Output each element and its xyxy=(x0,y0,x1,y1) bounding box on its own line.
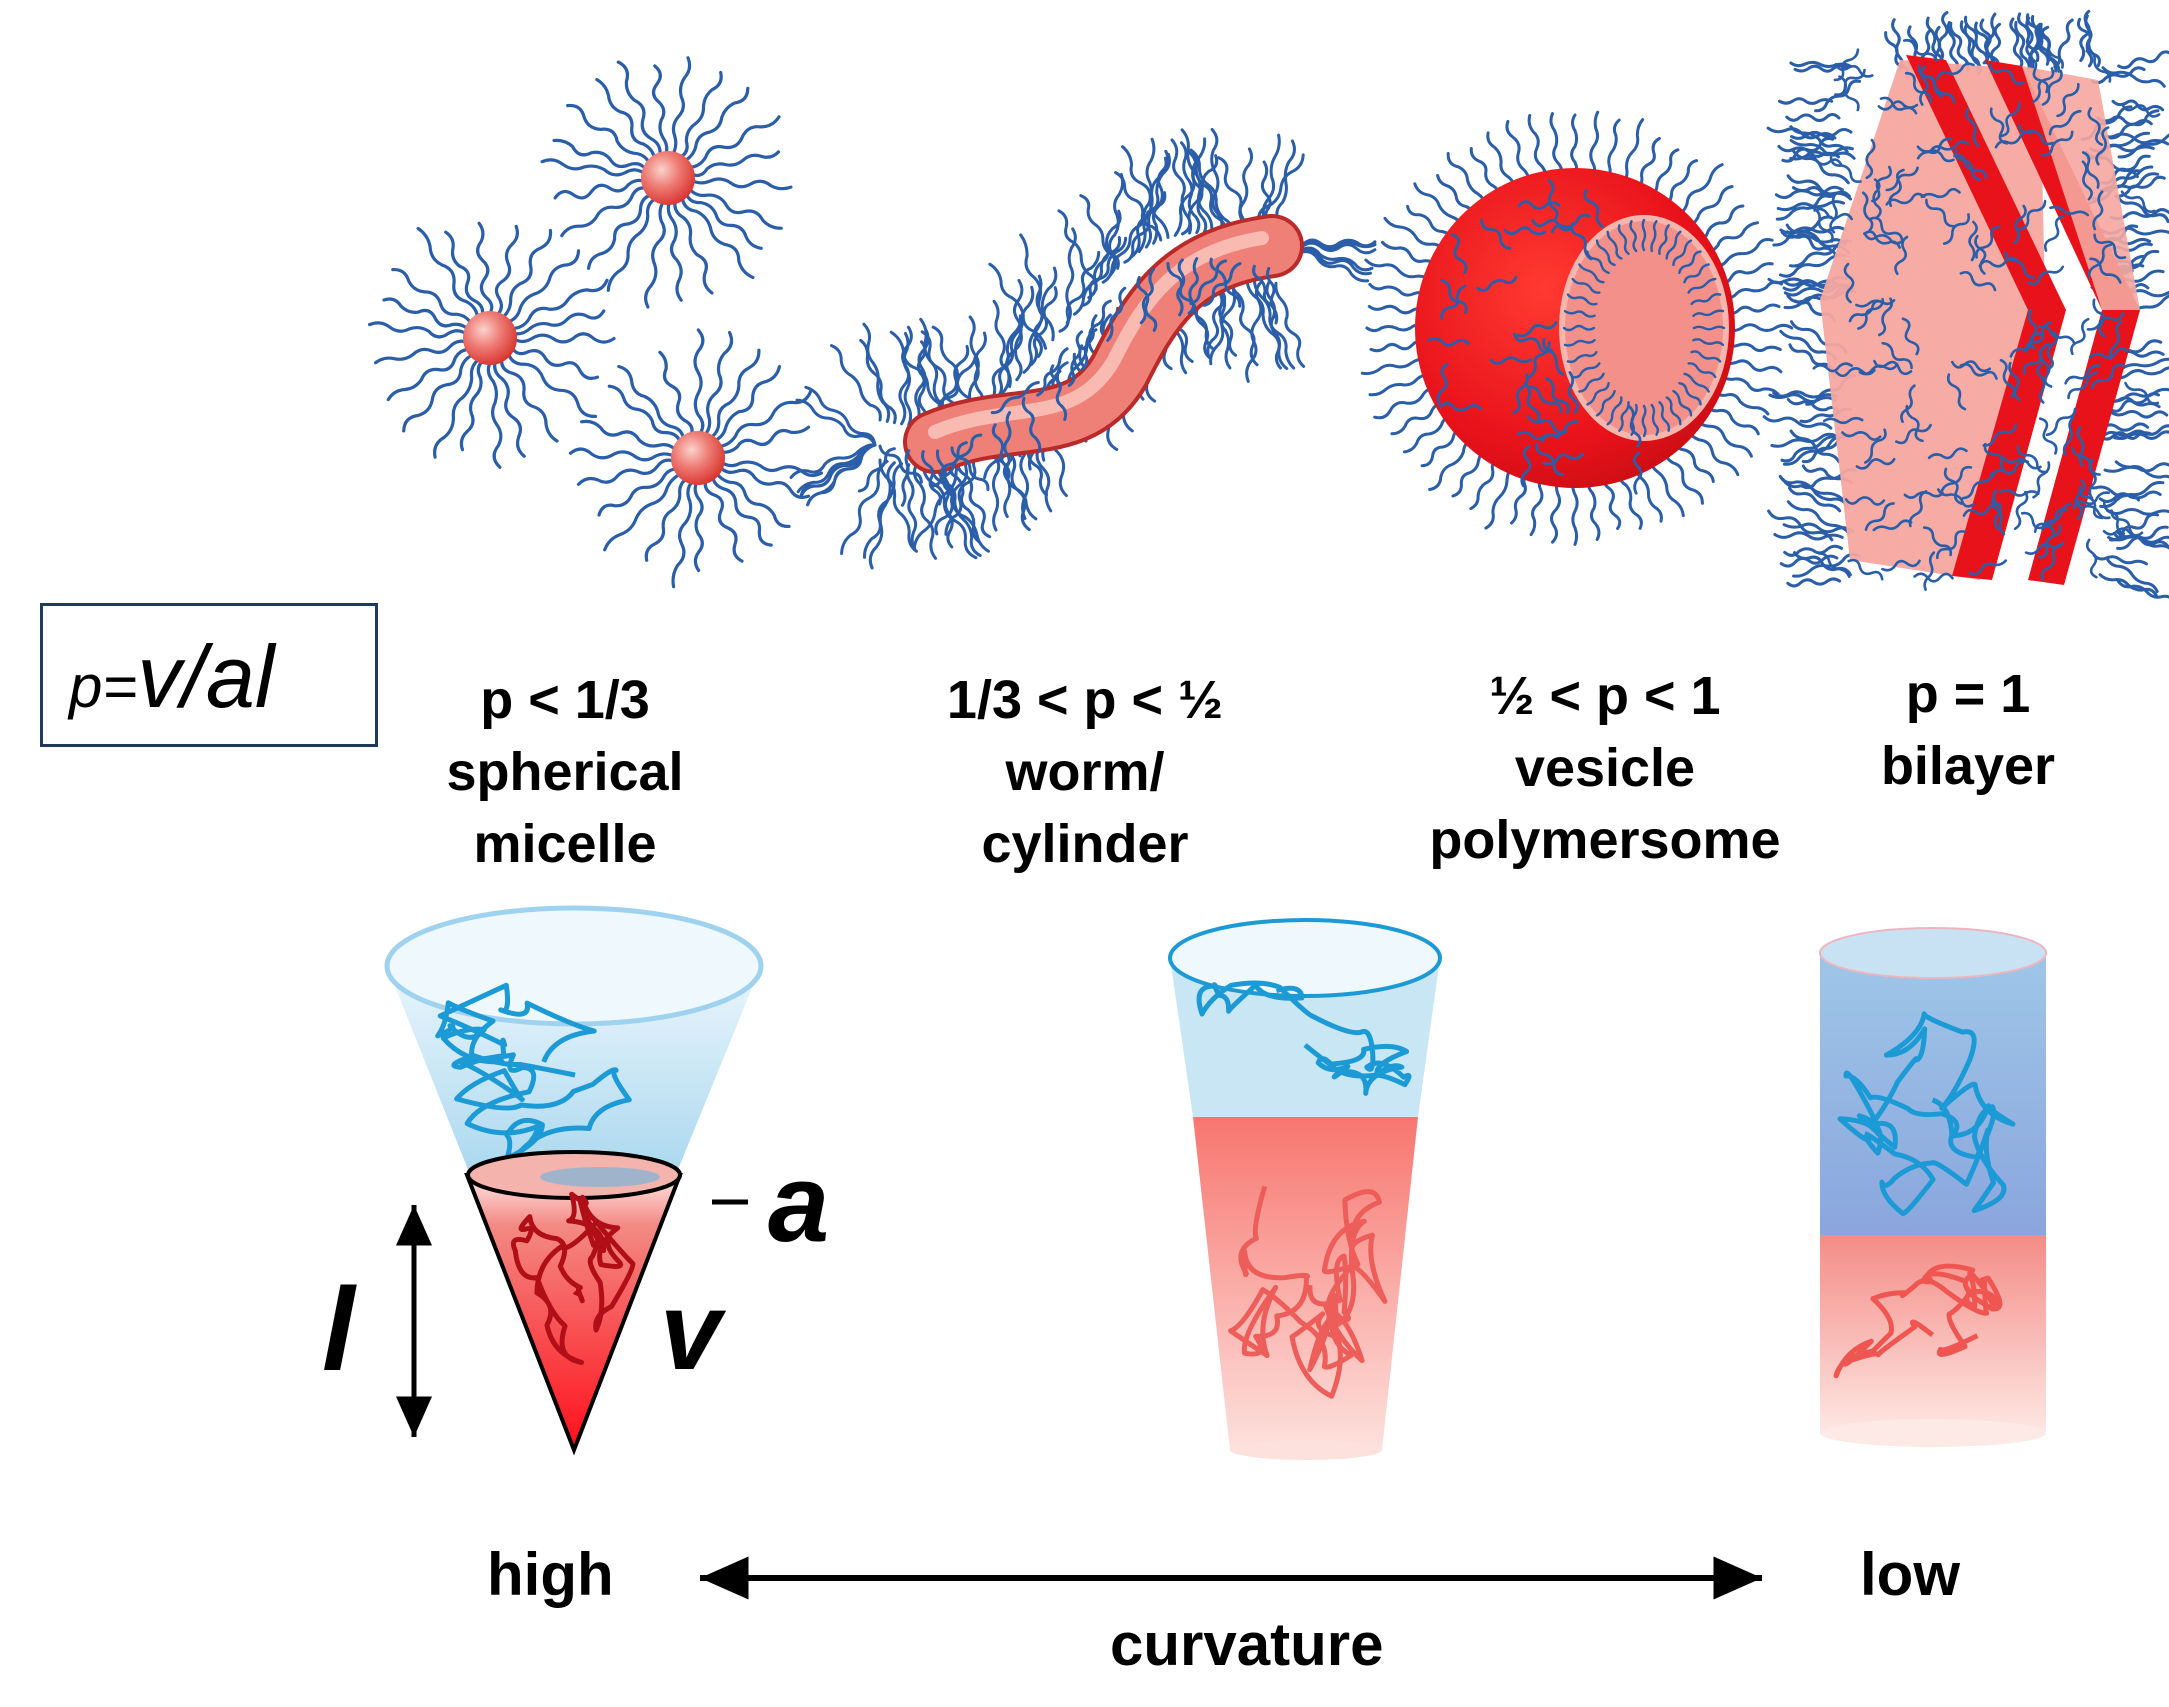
cone-shape xyxy=(384,905,764,1456)
cylinder-shape xyxy=(1819,927,2047,1447)
condition-text: 1/3 < p < ½ xyxy=(946,670,1224,730)
packing-parameter-formula: p=v/al xyxy=(69,626,274,728)
label-high: high xyxy=(487,1541,614,1608)
label-bilayer: p = 1 bilayer xyxy=(1708,658,2169,802)
label-curvature: curvature xyxy=(1110,1611,1384,1678)
formula-p: p= xyxy=(69,653,138,720)
bilayer-red-band-1 xyxy=(1906,55,2066,580)
structure-name-line: micelle xyxy=(473,814,657,874)
condition-text: ½ < p < 1 xyxy=(1489,666,1721,726)
label-low: low xyxy=(1860,1541,1960,1608)
structure-name-line: worm/ xyxy=(1005,742,1165,802)
micelle-icon xyxy=(568,328,823,589)
label-l: l xyxy=(322,1264,355,1396)
micelle-icon xyxy=(368,221,616,469)
structure-name-line: cylinder xyxy=(981,814,1189,874)
condition-text: p = 1 xyxy=(1905,664,2031,724)
structure-name-line: polymersome xyxy=(1429,810,1781,870)
vesicle-lumen xyxy=(1559,215,1729,441)
truncated-cone-shape xyxy=(1168,918,1442,1460)
micelle-icon xyxy=(540,56,793,309)
hydrophilic-block xyxy=(1820,953,2046,1235)
vesicle-illustration xyxy=(1360,110,1794,546)
condition-text: p < 1/3 xyxy=(480,670,650,730)
bilayer-illustration xyxy=(1762,9,2169,599)
label-vesicle: ½ < p < 1 vesicle polymersome xyxy=(1345,660,1865,876)
structure-name-line: spherical xyxy=(446,742,684,802)
worm-cylinder-illustration xyxy=(789,128,1377,570)
label-spherical-micelle: p < 1/3 spherical micelle xyxy=(305,664,825,880)
packing-parameter-formula-box: p=v/al xyxy=(40,603,378,747)
label-worm-cylinder: 1/3 < p < ½ worm/ cylinder xyxy=(825,664,1345,880)
label-v: v xyxy=(660,1270,722,1393)
label-a: a xyxy=(768,1142,830,1265)
spherical-micelles-illustration xyxy=(368,56,823,589)
formula-v-over-al: v/al xyxy=(137,627,275,726)
structure-name-line: vesicle xyxy=(1514,738,1696,798)
structure-name-line: bilayer xyxy=(1880,736,2056,796)
